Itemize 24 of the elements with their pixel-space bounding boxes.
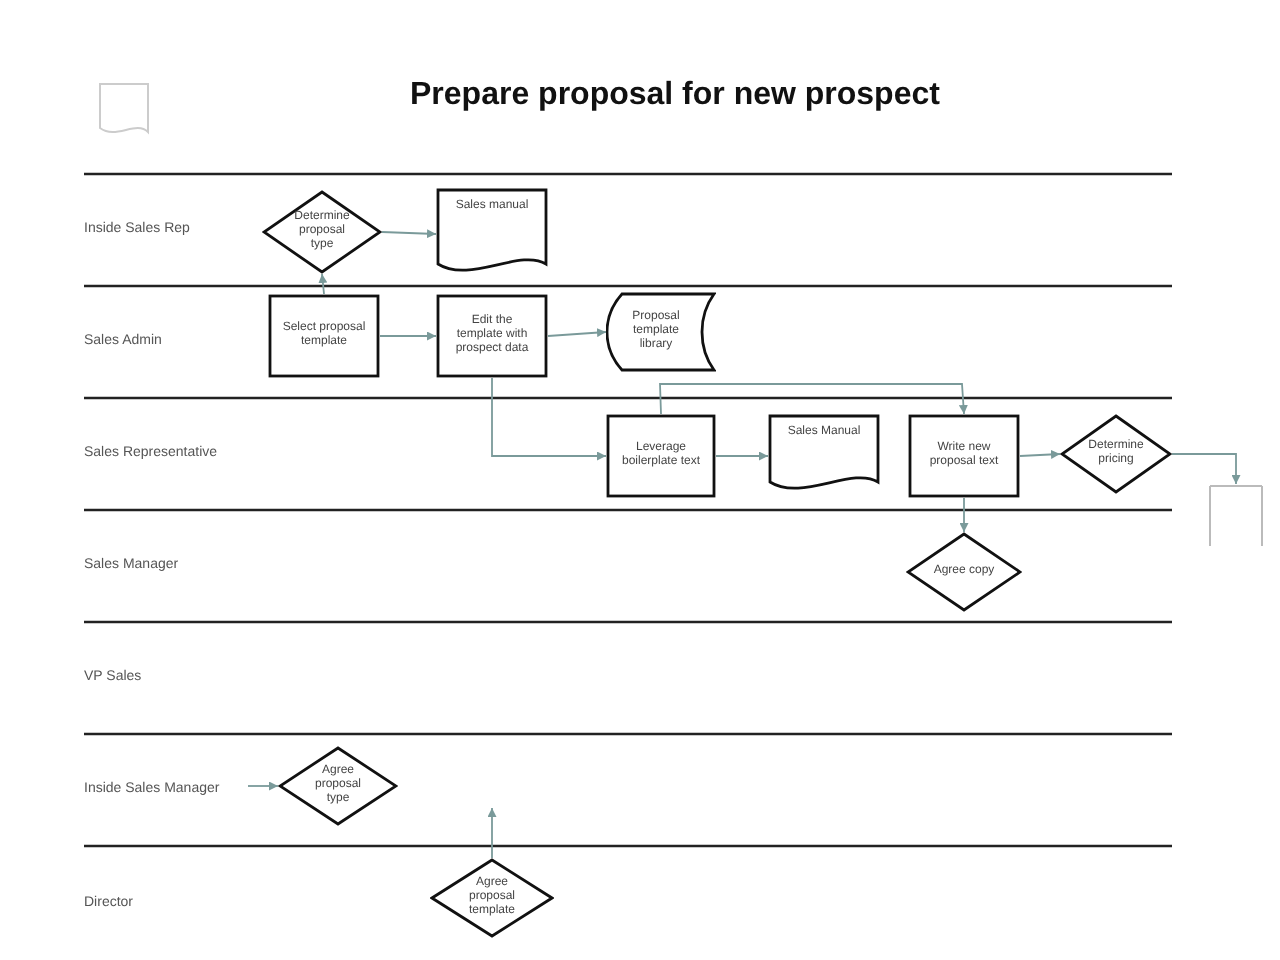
arrow	[487, 807, 497, 859]
arrow	[247, 781, 279, 791]
arrow	[1019, 449, 1061, 459]
arrow	[659, 383, 968, 415]
decision-diamond	[1060, 414, 1172, 494]
decision-diamond	[278, 746, 398, 826]
faded-box	[1208, 484, 1264, 548]
arrow	[381, 229, 437, 239]
arrow	[1171, 453, 1241, 485]
arrow	[318, 273, 328, 295]
arrow	[547, 328, 607, 338]
data-store-shape	[606, 292, 716, 372]
process-box	[606, 414, 716, 498]
process-box	[436, 294, 548, 378]
arrow	[379, 331, 437, 341]
decision-diamond	[430, 858, 554, 938]
process-box	[908, 414, 1020, 498]
arrow	[715, 451, 769, 461]
arrow	[491, 377, 607, 461]
diagram-title: Prepare proposal for new prospect	[410, 76, 940, 116]
arrow	[959, 497, 969, 533]
process-box	[268, 294, 380, 378]
decision-diamond	[906, 532, 1022, 612]
decision-diamond	[262, 190, 382, 274]
